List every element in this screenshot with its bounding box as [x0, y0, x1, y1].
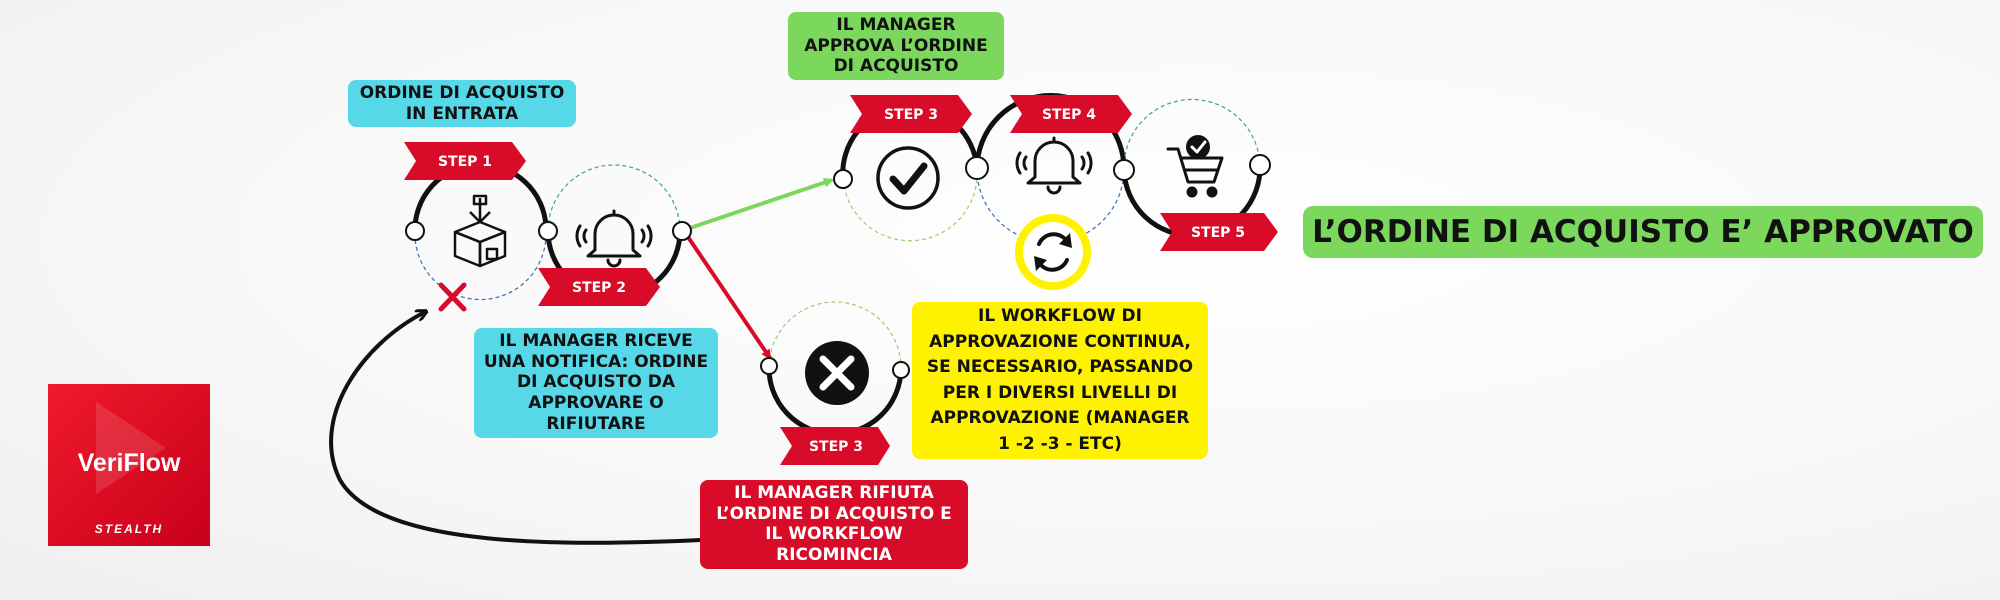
bell-icon	[1015, 136, 1093, 195]
refresh-icon	[1015, 214, 1091, 290]
restart-arrow	[329, 312, 741, 545]
order-approved-banner: L’ORDINE DI ACQUISTO E’ APPROVATO	[1303, 206, 1983, 258]
step3-approve-banner: STEP 3	[850, 95, 972, 133]
step1-banner: STEP 1	[404, 142, 526, 180]
step3-reject-banner: STEP 3	[780, 427, 890, 465]
box-icon	[453, 194, 507, 268]
checkmark-icon	[876, 146, 940, 210]
step2-banner: STEP 2	[538, 268, 660, 306]
step1-node	[412, 161, 549, 301]
red-x-mark-icon	[438, 282, 467, 312]
reject-arrow	[686, 235, 772, 360]
svg-text:STEP 4: STEP 4	[1042, 107, 1096, 123]
manager-rejects-label: IL MANAGER RIFIUTA L’ORDINE DI ACQUISTO …	[700, 480, 968, 569]
veriflow-logo: VeriFlow STEALTH	[48, 384, 210, 546]
svg-text:STEP 5: STEP 5	[1191, 225, 1245, 241]
logo-chevron-icon	[96, 402, 166, 494]
svg-text:STEP 3: STEP 3	[809, 439, 863, 455]
bell-icon	[575, 209, 653, 268]
notification-label: IL MANAGER RICEVE UNA NOTIFICA: ORDINE D…	[474, 328, 718, 438]
cart-check-icon	[1166, 135, 1224, 198]
manager-approves-label: IL MANAGER APPROVA L’ORDINE DI ACQUISTO	[788, 12, 1004, 81]
workflow-continues-label: IL WORKFLOW DI APPROVAZIONE CONTINUA, SE…	[912, 302, 1208, 459]
logo-name: VeriFlow	[77, 449, 181, 477]
incoming-order-label: ORDINE DI ACQUISTO IN ENTRATA	[348, 80, 576, 128]
logo-subtitle: STEALTH	[94, 522, 164, 536]
approve-arrow	[689, 177, 834, 230]
cancel-x-icon	[805, 341, 869, 405]
step4-banner: STEP 4	[1010, 95, 1132, 133]
step5-banner: STEP 5	[1160, 213, 1278, 251]
svg-text:STEP 1: STEP 1	[438, 154, 492, 170]
svg-text:STEP 3: STEP 3	[884, 107, 938, 123]
connector-dots	[405, 154, 1271, 379]
svg-text:STEP 2: STEP 2	[572, 280, 626, 296]
